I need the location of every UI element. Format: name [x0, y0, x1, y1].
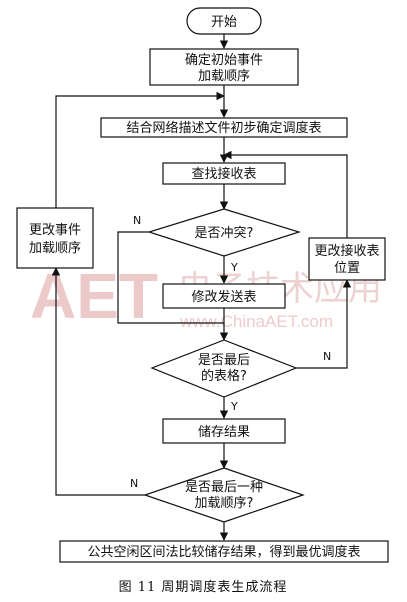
determine-order-node: 确定初始事件 加载顺序: [149, 48, 299, 86]
edge-conflict-no: [117, 231, 224, 324]
start-label: 开始: [211, 15, 237, 30]
find-receive-label: 查找接收表: [191, 166, 256, 182]
watermark-logo: AET: [30, 260, 158, 332]
last-table-line2: 的表格?: [201, 368, 247, 384]
change-order-line2: 加载顺序: [29, 241, 81, 256]
last-order-decision: 是否最后一种 加载顺序?: [143, 467, 305, 523]
last-table-line1: 是否最后: [198, 353, 250, 368]
change-order-node: 更改事件 加载顺序: [16, 207, 94, 269]
final-label: 公共空闲区间法比较储存结果，得到最优调度表: [87, 544, 360, 560]
last-order-no-label: N: [130, 477, 138, 490]
store-result-node: 储存结果: [162, 418, 286, 444]
change-order-line1: 更改事件: [29, 223, 81, 238]
modify-send-label: 修改发送表: [191, 289, 256, 305]
last-table-no-label: N: [323, 350, 331, 363]
last-table-yes-label: Y: [230, 400, 238, 413]
edge-changeorder-to-table: [55, 91, 225, 208]
conflict-yes-label: Y: [230, 261, 238, 274]
modify-send-node: 修改发送表: [162, 283, 286, 309]
last-order-line2: 加载顺序?: [195, 496, 254, 511]
change-receive-line2: 位置: [334, 261, 360, 276]
watermark-url: www.ChinaAET.com: [179, 312, 333, 331]
initial-table-node: 结合网络描述文件初步确定调度表: [100, 117, 348, 138]
conflict-label: 是否冲突?: [195, 225, 254, 241]
start-node: 开始: [186, 7, 262, 35]
store-result-label: 储存结果: [198, 425, 250, 440]
change-receive-line1: 更改接收表: [314, 243, 379, 259]
find-receive-node: 查找接收表: [162, 162, 286, 185]
last-order-line1: 是否最后一种: [185, 480, 263, 495]
conflict-decision: 是否冲突?: [146, 208, 302, 257]
edge-lasttable-no: [296, 279, 352, 369]
determine-order-line1: 确定初始事件: [185, 53, 263, 68]
conflict-no-label: N: [133, 214, 141, 227]
change-receive-node: 更改接收表 位置: [308, 237, 386, 281]
final-node: 公共空闲区间法比较储存结果，得到最优调度表: [59, 540, 389, 563]
initial-table-label: 结合网络描述文件初步确定调度表: [126, 120, 321, 136]
determine-order-line2: 加载顺序: [198, 69, 250, 84]
edge-changereceive-to-find: [223, 150, 348, 238]
edge-lastorder-no: [51, 267, 145, 496]
figure-caption: 图 11 周期调度表生成流程: [119, 579, 288, 595]
last-table-decision: 是否最后 的表格?: [150, 339, 298, 398]
